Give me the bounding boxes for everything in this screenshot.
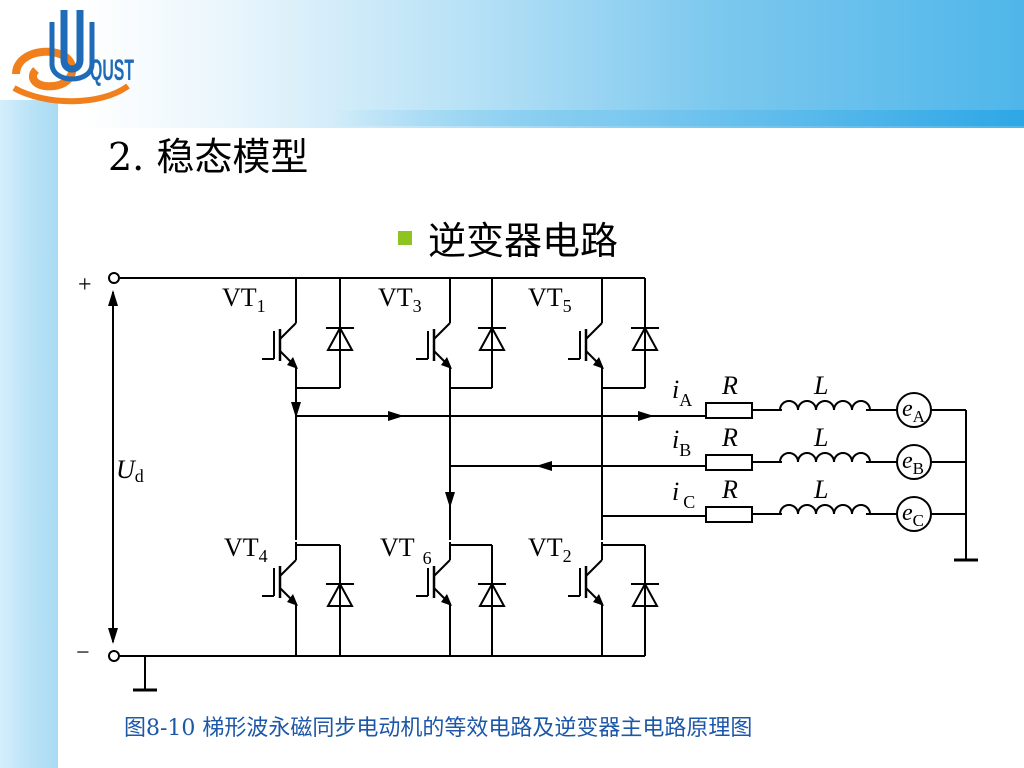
- resistor-label-b: R: [721, 423, 738, 452]
- igbt-vt5-symbol: [566, 303, 606, 387]
- resistor-b: [705, 454, 753, 471]
- qust-logo: QUST: [12, 10, 134, 105]
- switch-label-vt4: VT4: [224, 533, 268, 566]
- header-gradient-band: [0, 0, 1024, 128]
- left-sidebar-band: [0, 100, 58, 768]
- square-bullet-icon: [398, 230, 412, 245]
- minus-terminal-label: −: [76, 640, 90, 666]
- emf-label-b: eB: [902, 448, 924, 478]
- current-label-a: iA: [672, 375, 692, 410]
- switch-label-vt1: VT1: [222, 283, 266, 316]
- resistor-c: [705, 506, 753, 523]
- header-accent-stripe: [330, 110, 1024, 126]
- resistor-a: [705, 402, 753, 419]
- emf-label-a: eA: [902, 396, 926, 426]
- inductor-label-c: L: [813, 475, 828, 504]
- bullet-text: 逆变器电路: [428, 219, 619, 263]
- emf-source-a: [896, 392, 932, 428]
- plus-terminal-label: +: [78, 272, 92, 298]
- supply-voltage-label: Ud: [116, 455, 144, 486]
- igbt-vt6-symbol: [414, 540, 454, 624]
- inductor-b: [779, 452, 871, 463]
- resistor-label-a: R: [721, 371, 738, 400]
- bullet-item: 逆变器电路: [398, 210, 618, 265]
- inductor-c: [779, 504, 871, 515]
- figure-caption: 图8-10 梯形波永磁同步电动机的等效电路及逆变器主电路原理图: [124, 716, 753, 741]
- inductor-a: [779, 400, 871, 411]
- igbt-vt2-symbol: [566, 540, 606, 624]
- emf-label-c: eC: [902, 500, 924, 530]
- switch-label-vt3: VT3: [378, 283, 422, 316]
- current-label-b: iB: [672, 425, 691, 460]
- resistor-label-c: R: [721, 475, 738, 504]
- logo-text: QUST: [90, 54, 134, 87]
- igbt-vt1-symbol: [260, 303, 300, 387]
- inductor-label-b: L: [813, 423, 828, 452]
- emf-source-c: [896, 496, 932, 532]
- igbt-vt3-symbol: [414, 303, 454, 387]
- switch-label-vt2: VT2: [528, 533, 572, 566]
- slide-title: 2. 稳态模型: [108, 135, 309, 179]
- emf-source-b: [896, 444, 932, 480]
- inductor-label-a: L: [813, 371, 828, 400]
- switch-label-vt5: VT5: [528, 283, 572, 316]
